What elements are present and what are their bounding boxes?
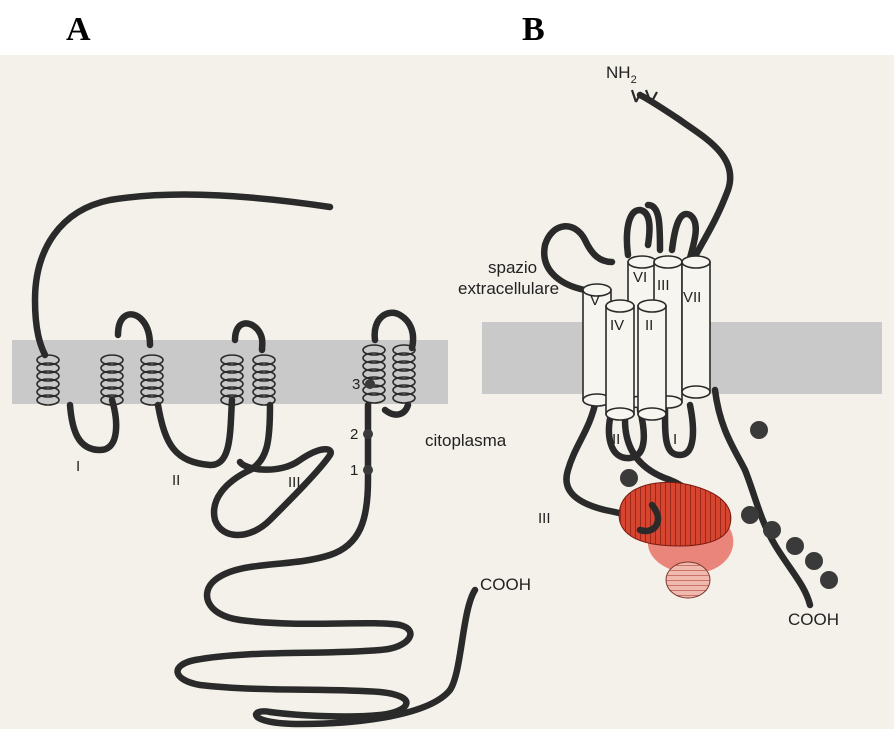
panel-a-loop-label-iii: III bbox=[288, 474, 301, 491]
panel-b-helix-label-ii: II bbox=[645, 317, 653, 334]
panel-a-site-2-label: 2 bbox=[350, 426, 358, 443]
cylinder-vii bbox=[682, 256, 710, 398]
panel-b-loop-label-iii: III bbox=[538, 510, 551, 527]
g-protein-gamma-subunit bbox=[666, 562, 710, 598]
panel-a-cooh-label: COOH bbox=[480, 575, 531, 594]
panel-a-site-1-label: 1 bbox=[350, 462, 358, 479]
panel-b-helix-label-iv: IV bbox=[610, 317, 624, 334]
panel-a-site-2-dot bbox=[363, 429, 373, 439]
panel-b-letter: B bbox=[522, 11, 545, 48]
panel-b-loop-label-ii: II bbox=[612, 431, 620, 448]
panel-b-helix-label-iii: III bbox=[657, 277, 670, 294]
panel-b-helix-label-vi: VI bbox=[633, 269, 647, 286]
panel-a-letter: A bbox=[66, 11, 91, 48]
panel-a-site-1-dot bbox=[363, 465, 373, 475]
panel-b-extracellular-label-line2: extracellulare bbox=[458, 279, 559, 298]
panel-a-loop-label-i: I bbox=[76, 458, 80, 475]
panel-b-cooh-label: COOH bbox=[788, 610, 839, 629]
panel-b-loop-label-i: I bbox=[673, 431, 677, 448]
panel-b-helix-label-vii: VII bbox=[683, 289, 701, 306]
panel-a-site-3-dot bbox=[365, 379, 375, 389]
panel-a-loop-label-ii: II bbox=[172, 472, 180, 489]
panel-b-extracellular-label-line1: spazio bbox=[488, 258, 537, 277]
panel-b-helix-label-v: V bbox=[590, 292, 600, 309]
panel-a-cytoplasm-label: citoplasma bbox=[425, 431, 507, 450]
panel-a-site-3-label: 3 bbox=[352, 376, 360, 393]
